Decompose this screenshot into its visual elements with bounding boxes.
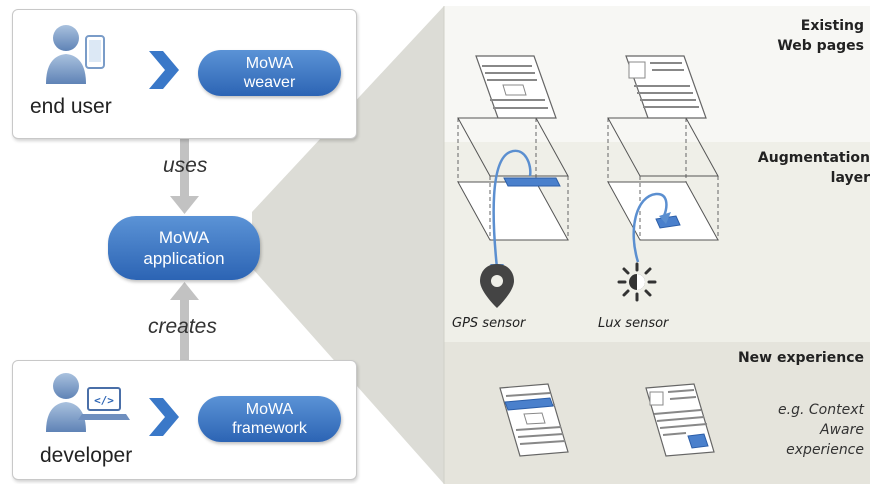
existing-label-line1: Existing xyxy=(800,18,864,34)
existing-web-pages-label: Existing Web pages xyxy=(777,16,864,56)
lux-sensor-label: Lux sensor xyxy=(598,316,669,331)
augmentation-layer-label: Augmentation layer xyxy=(758,148,870,188)
example-note-line2: Aware xyxy=(820,422,864,438)
creates-arrowhead xyxy=(170,282,199,300)
gps-sensor-label: GPS sensor xyxy=(452,316,526,331)
augmentation-band xyxy=(444,142,870,342)
page-stack-lux xyxy=(607,55,719,263)
example-note-line1: e.g. Context xyxy=(778,402,864,418)
svg-text:</>: </> xyxy=(94,394,114,407)
lux-link-arrow xyxy=(632,192,668,263)
new-page-2 xyxy=(645,383,715,457)
end-user-icon xyxy=(46,25,105,84)
end-user-chevron-icon xyxy=(149,51,179,89)
new-experience-label: New experience xyxy=(737,350,864,366)
augmentation-label-line2: layer xyxy=(830,170,870,186)
zoom-wedge xyxy=(252,6,444,484)
mowa-application-line1: MoWA xyxy=(158,228,210,247)
augmentation-label-line1: Augmentation xyxy=(757,150,870,166)
example-note: e.g. Context Aware experience xyxy=(778,400,864,460)
lux-augmentation-plane xyxy=(607,181,719,241)
example-note-line3: experience xyxy=(786,442,864,458)
gps-augmentation-plane xyxy=(457,181,569,241)
mowa-weaver-line2: weaver xyxy=(243,74,296,91)
mowa-application-pill: MoWA application xyxy=(108,216,260,280)
new-page-1 xyxy=(499,383,569,457)
mowa-application-line2: application xyxy=(143,249,225,268)
mowa-framework-pill: MoWA framework xyxy=(198,396,341,442)
brightness-icon-half xyxy=(637,274,645,290)
brightness-icon xyxy=(617,262,657,302)
mowa-weaver-pill: MoWA weaver xyxy=(198,50,341,96)
uses-arrowhead xyxy=(170,196,199,214)
mowa-framework-line1: MoWA xyxy=(245,401,294,418)
mowa-weaver-line1: MoWA xyxy=(245,55,294,72)
developer-label: developer xyxy=(40,444,133,467)
page-stack-gps xyxy=(457,55,569,274)
gps-pin-icon xyxy=(480,264,514,308)
gps-link-arrow xyxy=(492,149,532,269)
creates-label: creates xyxy=(148,315,217,338)
mowa-framework-line2: framework xyxy=(232,420,307,437)
gps-augmented-widget xyxy=(503,177,561,187)
creates-connector xyxy=(180,298,189,360)
existing-label-line2: Web pages xyxy=(777,38,864,54)
developer-icon: </> xyxy=(46,373,130,432)
developer-chevron-icon xyxy=(149,398,179,436)
uses-label: uses xyxy=(163,154,208,177)
uses-connector xyxy=(180,139,189,199)
end-user-label: end user xyxy=(30,95,112,118)
